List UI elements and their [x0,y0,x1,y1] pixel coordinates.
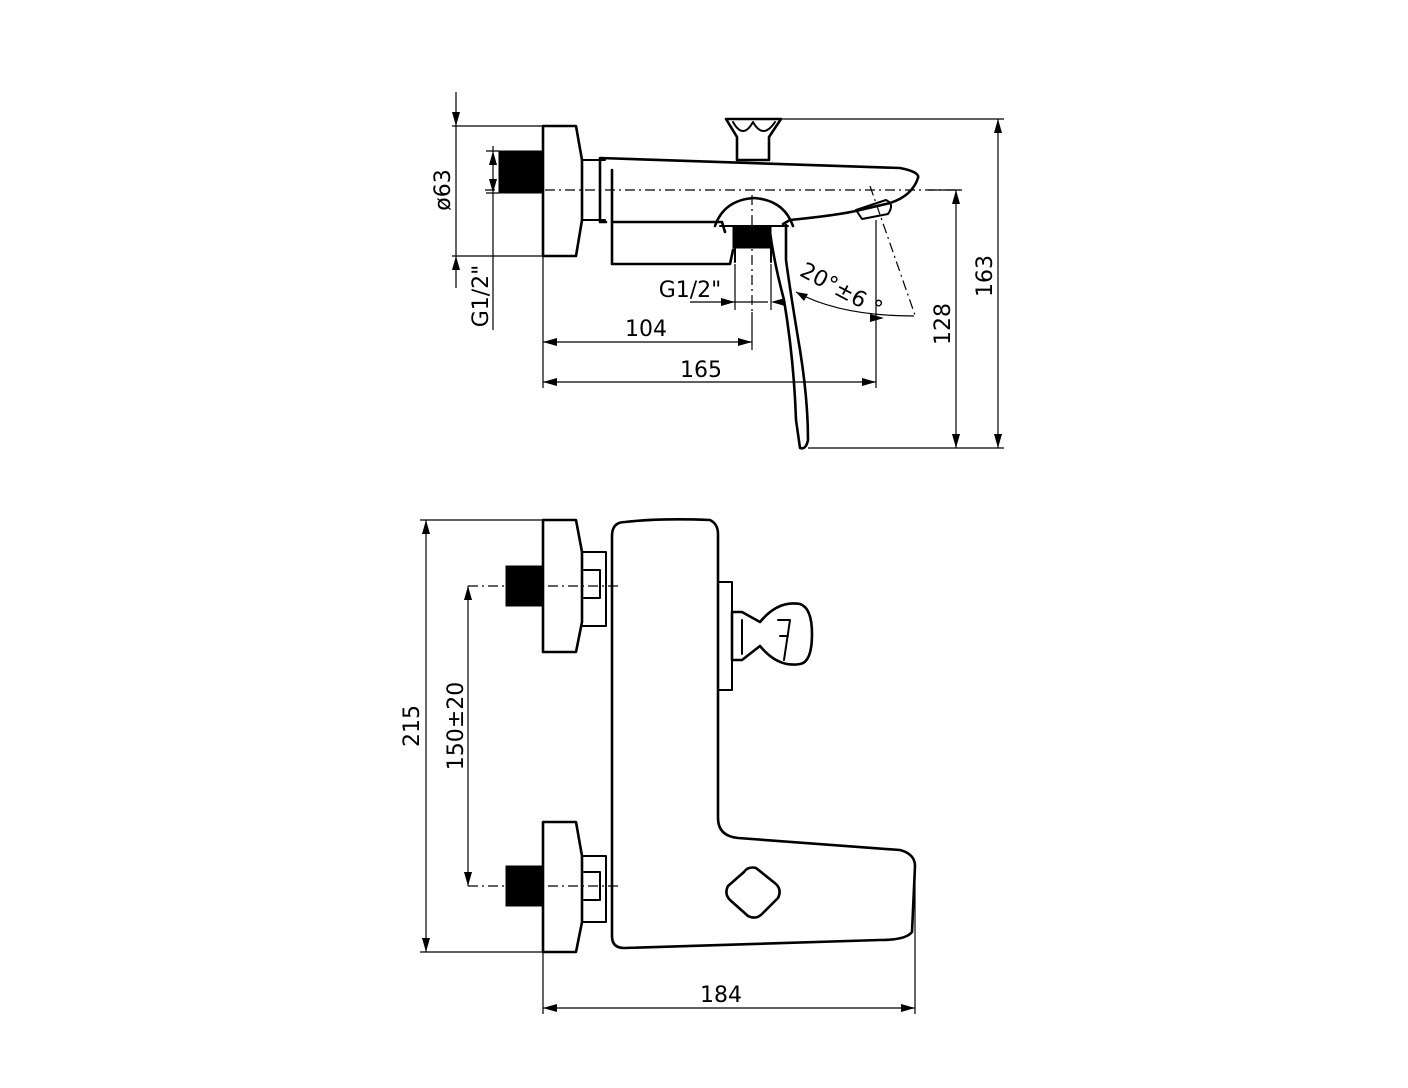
front-view [420,518,917,1014]
side-aerator [855,199,892,220]
side-wall-flange [541,124,584,258]
front-lever-cap [725,866,781,919]
label-angle: 20°±6 ° [796,258,887,322]
label-diameter: ø63 [431,169,456,210]
label-163: 163 [973,255,998,297]
label-184: 184 [700,983,742,1008]
label-165: 165 [680,358,722,383]
front-side-knob [730,602,814,666]
front-side-knob-plate [717,581,733,691]
front-body [610,518,917,950]
label-104: 104 [625,317,667,342]
front-upper-flange [541,518,584,654]
label-215: 215 [400,705,425,747]
label-spacing: 150±20 [444,682,469,770]
side-lever-handle [768,223,810,450]
side-view [452,92,1004,450]
label-thread-left: G1/2" [469,265,494,328]
label-thread-bottom: G1/2" [659,278,722,303]
front-lower-flange [541,820,584,954]
side-threaded-connector [498,150,544,194]
side-valve-dome [713,196,795,228]
label-128: 128 [931,303,956,345]
dim-line-104 [543,312,753,350]
